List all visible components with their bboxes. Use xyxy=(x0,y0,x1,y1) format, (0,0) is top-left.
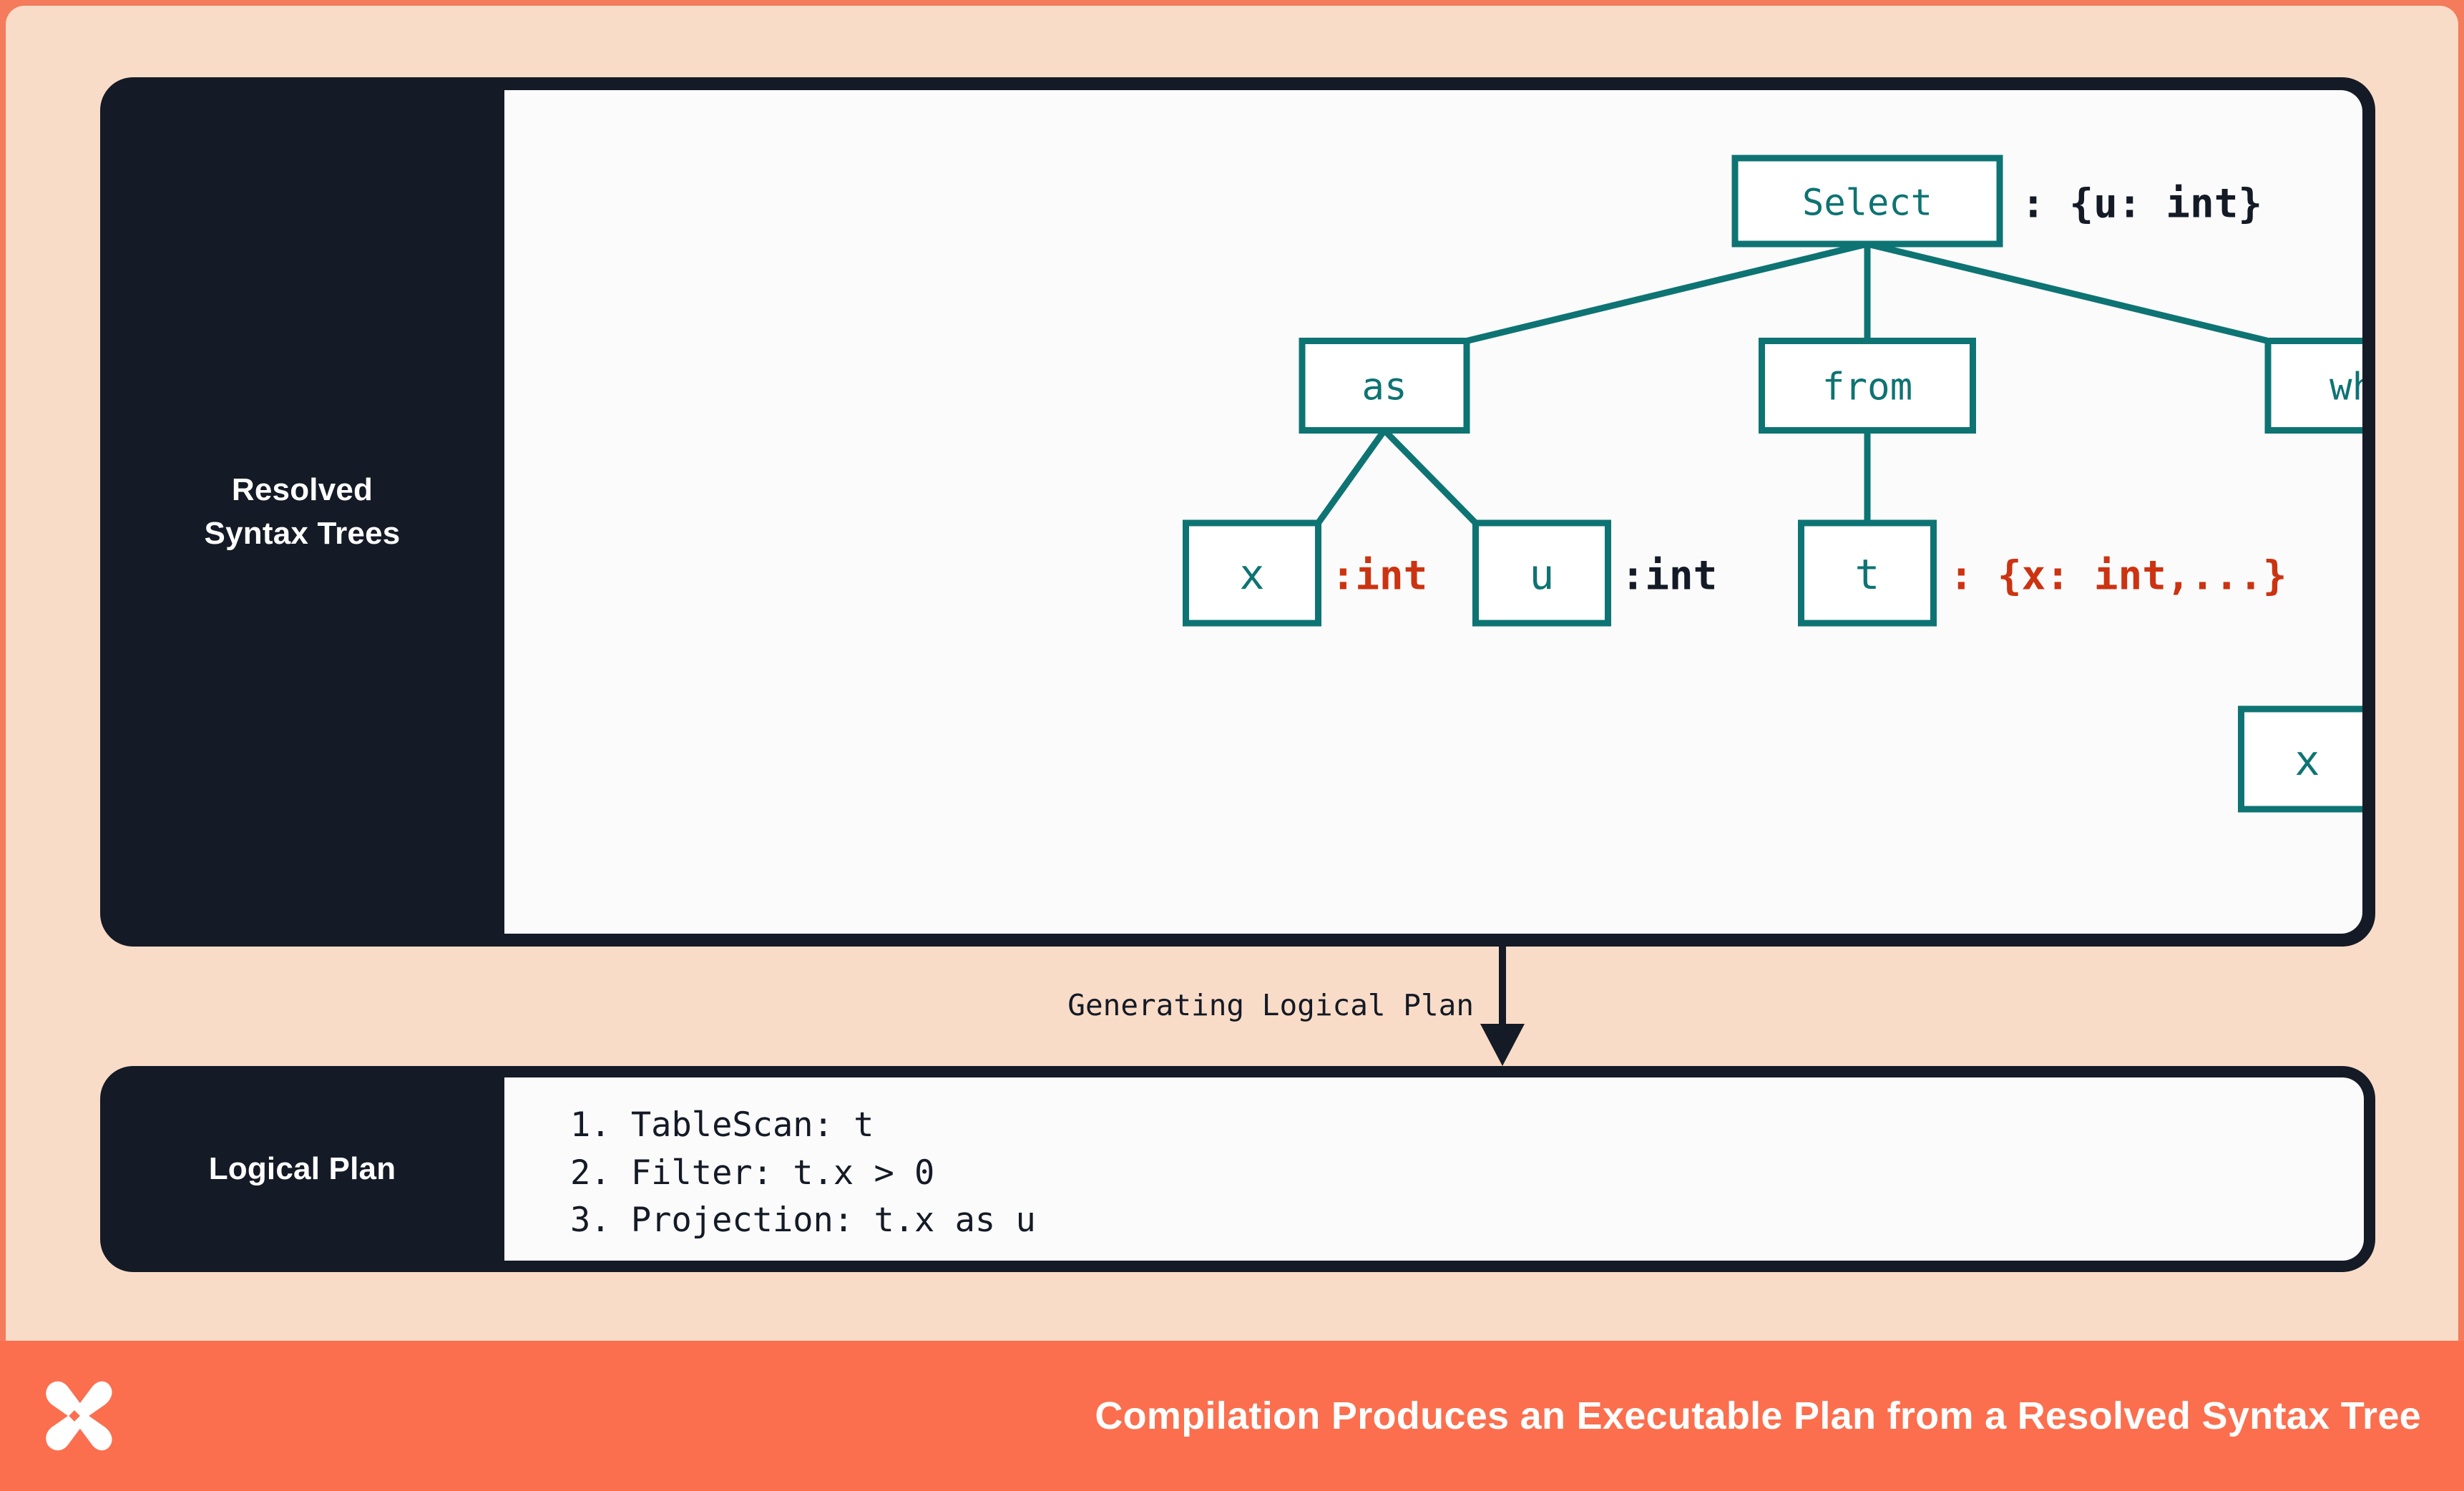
tree-edge xyxy=(1465,240,1869,344)
tree-node-asx[interactable]: x :int xyxy=(1183,519,1428,627)
syntax-tree-viewport: Select: {u: int}asfromwherex:intu:intt: … xyxy=(504,90,2362,934)
tree-edge xyxy=(1382,428,1478,526)
tree-node-label: u xyxy=(1530,550,1555,599)
tree-node-box xyxy=(2238,705,2362,813)
tree-edge xyxy=(1866,240,2269,344)
rst-label-line2: Syntax Trees xyxy=(204,515,401,551)
tree-node-box xyxy=(1759,338,1976,434)
tree-node-box xyxy=(1798,519,1937,627)
tree-node-as[interactable]: as xyxy=(1299,338,1470,434)
tree-node-label: x xyxy=(2295,736,2320,785)
tree-edge xyxy=(1315,428,1387,525)
tree-node-from[interactable]: from xyxy=(1759,338,1976,434)
tree-node-box xyxy=(2264,338,2362,434)
tree-node-box xyxy=(1183,519,1321,627)
tree-node-t[interactable]: t : {x: int,...} xyxy=(1798,519,2287,627)
transition-label: Generating Logical Plan xyxy=(1067,988,1474,1022)
footer-title: Compilation Produces an Executable Plan … xyxy=(1095,1394,2421,1437)
logical-plan-step: 1. TableScan: t xyxy=(570,1105,874,1145)
arrow-icon xyxy=(1480,947,1525,1066)
tree-node-box xyxy=(1299,338,1470,434)
logical-plan-step: 2. Filter: t.x > 0 xyxy=(570,1153,935,1193)
logical-plan-card: Logical Plan 1. TableScan: t 2. Filter: t… xyxy=(100,1066,2375,1272)
logical-plan-label: Logical Plan xyxy=(208,1150,396,1186)
logical-plan-step-list: 1. TableScan: t 2. Filter: t.x > 0 3. Proj… xyxy=(570,1102,1036,1245)
tree-node-label: as xyxy=(1361,366,1407,409)
tree-node-type-annotation: : {u: int} xyxy=(2021,181,2262,228)
rst-label-line1: Resolved xyxy=(231,471,373,507)
resolved-syntax-trees-label: Resolved Syntax Trees xyxy=(100,77,504,947)
footer-banner: Compilation Produces an Executable Plan … xyxy=(0,1341,2464,1491)
tree-node-type-annotation: :int xyxy=(1621,553,1718,600)
tree-edges xyxy=(1315,240,2269,526)
tree-node-type-annotation: :int xyxy=(1331,553,1428,600)
x-star-logo-icon xyxy=(46,1381,112,1451)
tree-node-label: x xyxy=(1240,550,1265,599)
tree-node-asu[interactable]: u :int xyxy=(1472,519,1718,627)
tree-node-label: where xyxy=(2329,366,2362,409)
tree-node-label: Select xyxy=(1802,182,1932,224)
tree-node-label: t xyxy=(1855,550,1880,599)
resolved-syntax-trees-card: Resolved Syntax Trees Select : {u: int} as… xyxy=(100,77,2375,947)
logical-plan-step: 3. Projection: t.x as u xyxy=(570,1201,1036,1241)
tree-node-select[interactable]: Select : {u: int} xyxy=(1731,155,2262,248)
tree-node-type-annotation: : {x: int,...} xyxy=(1950,553,2287,600)
tree-node-label: from xyxy=(1822,366,1912,409)
tree-node-where[interactable]: where xyxy=(2264,338,2362,434)
tree-node-box xyxy=(1731,155,2003,248)
tree-node-box xyxy=(1472,519,1611,627)
logical-plan-viewport: 1. TableScan: t 2. Filter: t.x > 0 3. Proj… xyxy=(504,1077,2364,1261)
tree-node-gtx[interactable]: x:int xyxy=(2238,705,2363,813)
transition-arrow-group: Generating Logical Plan xyxy=(100,947,2375,1066)
syntax-tree-graphic: Select: {u: int}asfromwherex:intu:intt: … xyxy=(1183,155,2363,813)
